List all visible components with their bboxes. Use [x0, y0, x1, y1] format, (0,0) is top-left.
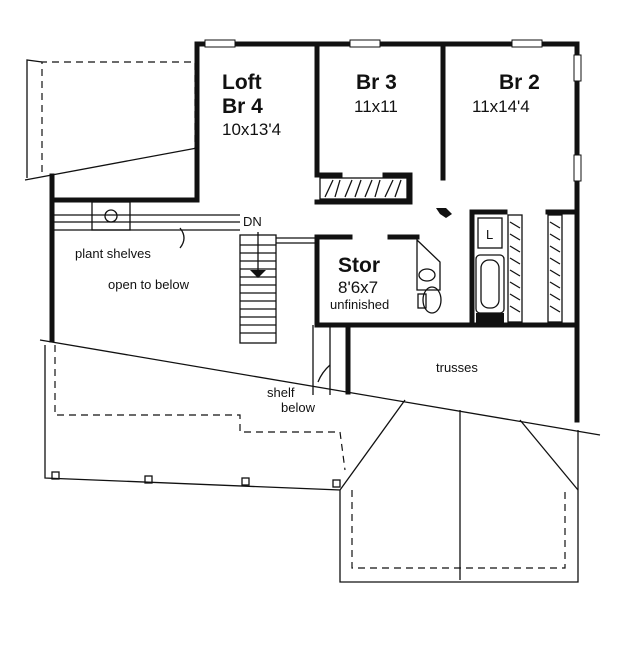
br3-label: Br 3 [356, 71, 397, 94]
br4-label: Br 4 [222, 95, 263, 118]
staircase [239, 232, 317, 344]
stor-label: Stor [338, 254, 380, 277]
loft-label: Loft [222, 71, 262, 94]
windows [204, 39, 582, 182]
stair-direction-label: DN [243, 214, 262, 229]
bathroom [416, 217, 505, 325]
stor-note: unfinished [330, 297, 390, 312]
interior-walls [314, 41, 580, 395]
br3-dimensions: 11x11 [354, 97, 398, 116]
posts [51, 471, 341, 488]
closet-br2 [507, 214, 563, 323]
br2-dimensions: 11x14'4 [472, 97, 530, 116]
closet-br3 [319, 177, 408, 200]
roof-outline [26, 59, 579, 583]
plant-shelves [52, 201, 240, 249]
trusses-label: trusses [436, 360, 478, 375]
loft-dimensions: 10x13'4 [222, 120, 282, 139]
hall [436, 167, 452, 218]
roof-lines [24, 147, 601, 580]
plant-shelves-label: plant shelves [75, 246, 151, 261]
open-to-below-label: open to below [108, 277, 189, 292]
shelf-below [312, 325, 331, 395]
below-label: below [281, 400, 315, 415]
linen-label: L [486, 227, 494, 242]
br2-label: Br 2 [499, 71, 540, 94]
stor-dimensions: 8'6x7 [338, 278, 379, 297]
shelf-label: shelf [267, 385, 295, 400]
